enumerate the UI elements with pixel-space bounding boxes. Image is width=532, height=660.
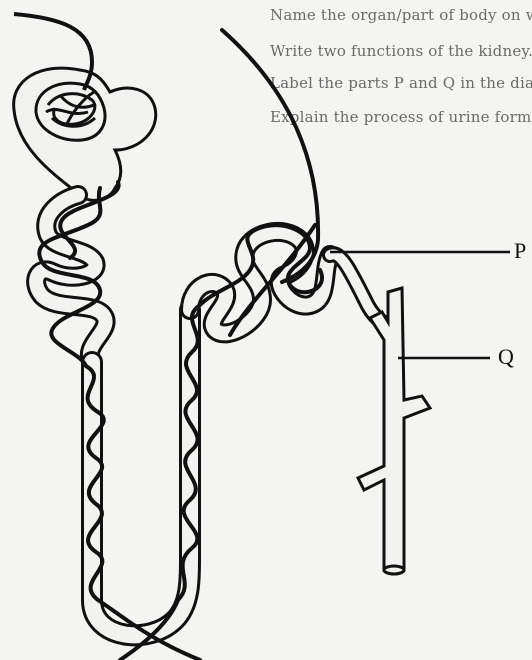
collecting-duct-outline (358, 288, 430, 570)
label-q: Q (498, 344, 514, 370)
loop-of-henle (92, 310, 190, 635)
collecting-duct (358, 288, 430, 574)
label-p: P (514, 238, 526, 264)
